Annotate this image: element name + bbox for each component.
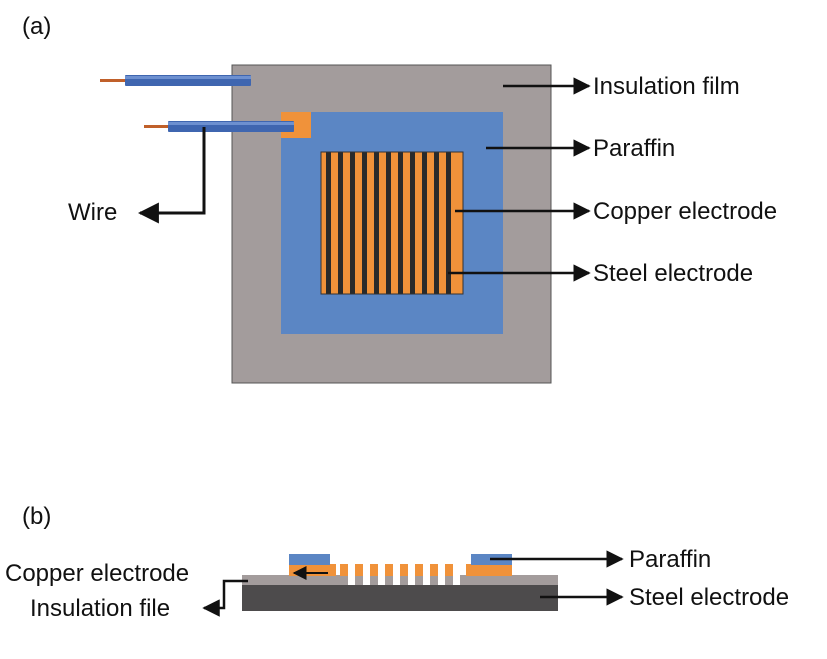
copper-finger [415, 564, 423, 576]
copper-finger [445, 564, 453, 576]
steel-stripe [326, 152, 331, 294]
copper-finger [430, 564, 438, 576]
copper-finger [355, 564, 363, 576]
label-insulation-file: Insulation file [30, 595, 170, 622]
steel-finger [393, 575, 400, 585]
wire-highlight [125, 76, 251, 79]
insulation-file-leader [202, 579, 248, 617]
copper-finger [400, 564, 408, 576]
wire-top [100, 75, 251, 86]
steel-stripe [374, 152, 379, 294]
copper-finger [340, 564, 348, 576]
copper-finger [385, 564, 393, 576]
steel-finger [348, 575, 355, 585]
label-wire: Wire [68, 199, 117, 226]
steel-stripe [410, 152, 415, 294]
electrode-outline [320, 151, 464, 295]
steel-finger [438, 575, 445, 585]
label-copper-electrode: Copper electrode [593, 198, 777, 225]
copper-pad-left [289, 564, 336, 576]
wire-core [100, 79, 126, 82]
label-steel-electrode: Steel electrode [593, 260, 753, 287]
panel-a-tag: (a) [22, 13, 51, 40]
interdigitated-electrode [320, 151, 464, 295]
panel-b: (b) [5, 503, 789, 622]
steel-stripe [422, 152, 427, 294]
steel-stripe [350, 152, 355, 294]
copper-fingers [340, 564, 453, 576]
steel-electrode-base [242, 585, 558, 611]
paraffin-cap-left [289, 554, 330, 565]
steel-finger [423, 575, 430, 585]
wire-leader [137, 127, 206, 224]
label-copper-electrode-b: Copper electrode [5, 560, 189, 587]
electrode-area [321, 152, 463, 294]
steel-stripe [434, 152, 439, 294]
panel-b-tag: (b) [22, 503, 51, 530]
steel-finger [378, 575, 385, 585]
label-steel-electrode-b: Steel electrode [629, 584, 789, 611]
label-paraffin-b: Paraffin [629, 546, 711, 573]
copper-finger [370, 564, 378, 576]
steel-finger [363, 575, 370, 585]
wire-bottom [144, 121, 294, 132]
panel-a: (a) [22, 13, 777, 384]
steel-stripe [386, 152, 391, 294]
steel-stripe [338, 152, 343, 294]
label-paraffin: Paraffin [593, 135, 675, 162]
steel-stripe [446, 152, 451, 294]
wire-core [144, 125, 170, 128]
steel-finger [408, 575, 415, 585]
steel-fingers [348, 575, 460, 585]
label-insulation-film: Insulation film [593, 73, 740, 100]
wire-highlight [168, 122, 294, 125]
steel-finger [453, 575, 460, 585]
steel-stripe [398, 152, 403, 294]
steel-stripe [362, 152, 367, 294]
copper-pad-right [466, 564, 512, 576]
